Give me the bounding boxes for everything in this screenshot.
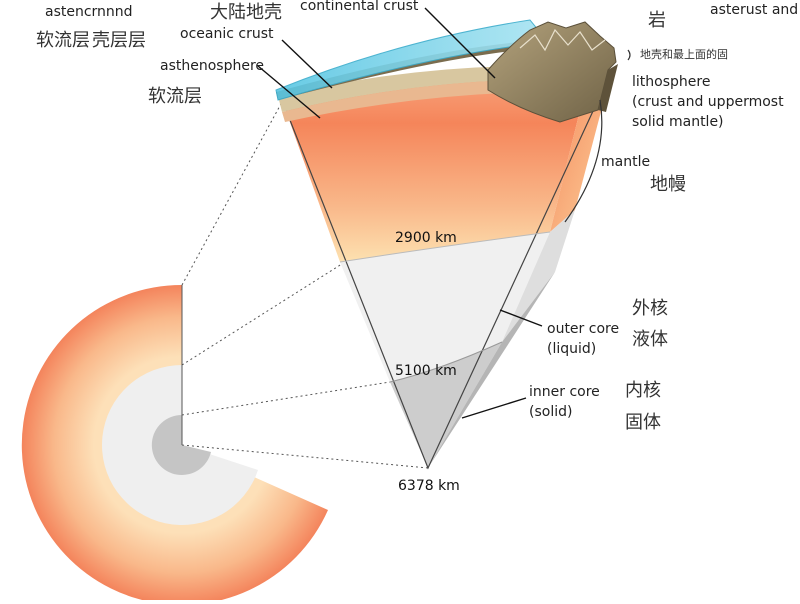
outer-core-boundary [339, 231, 551, 263]
label-inner-core-cn-1: 内核 [625, 380, 661, 401]
label-inner-core-1: inner core [529, 384, 600, 400]
continental-crust [487, 21, 617, 123]
continent-side-face [598, 64, 618, 112]
label-lithosphere: lithosphere [632, 74, 710, 90]
label-lithosphere-desc-2: solid mantle) [632, 114, 724, 130]
label-depth-2900: 2900 km [395, 230, 457, 246]
label-continental-crust: continental crust [300, 0, 419, 14]
mantle-bracket [564, 99, 603, 223]
inner-core-boundary [389, 341, 503, 383]
label-inner-core-cn-2: 固体 [625, 412, 661, 433]
projection-lines [181, 101, 429, 469]
mountain-ridges [519, 28, 606, 52]
label-asthenosphere: asthenosphere [160, 58, 264, 74]
label-asthenosphere-top: astencrnnnd [45, 4, 133, 20]
label-crust-upper-mantle-cn: 地壳和最上面的固 [640, 47, 728, 61]
label-outer-core-cn-2: 液体 [632, 329, 668, 350]
label-oceanic-crust: oceanic crust [180, 26, 274, 42]
label-outer-core-cn-1: 外核 [632, 298, 668, 319]
label-outer-core-1: outer core [547, 321, 619, 337]
label-continental-cn: 大陆地壳 [210, 2, 282, 23]
sphere-inner-core [151, 414, 211, 475]
label-asthenosphere-cn: 软流层 [148, 86, 202, 107]
label-asthenosphere-cn-top: 软流层 [36, 30, 90, 51]
leader-lines [257, 7, 543, 419]
inner-core-layer [390, 342, 502, 468]
label-mantle-cn: 地幔 [650, 174, 686, 195]
oceanic-crust-band [276, 42, 520, 100]
labels: astencrnnnd 软流层 壳层层 大陆地壳 continental cru… [36, 0, 798, 494]
mantle-layer [282, 77, 585, 262]
label-outer-core-2: (liquid) [547, 341, 596, 357]
outer-core-layer [340, 232, 550, 382]
inner-core-side [428, 272, 555, 468]
label-depth-5100: 5100 km [395, 363, 457, 379]
earth-wedge [275, 19, 618, 470]
earth-sphere-cutaway [21, 285, 328, 604]
label-shell-cn-top: 壳层层 [92, 30, 146, 51]
label-rock-cn: 岩 [648, 10, 666, 31]
outer-core-side [502, 210, 575, 342]
label-lithosphere-desc-1: (crust and uppermost [632, 94, 784, 110]
label-mantle: mantle [601, 154, 650, 170]
label-asterust-and: asterust and [710, 2, 798, 18]
wedge-outline [281, 69, 613, 470]
label-depth-6378: 6378 km [398, 478, 460, 494]
lithosphere-bracket [627, 49, 631, 61]
label-inner-core-2: (solid) [529, 404, 572, 420]
